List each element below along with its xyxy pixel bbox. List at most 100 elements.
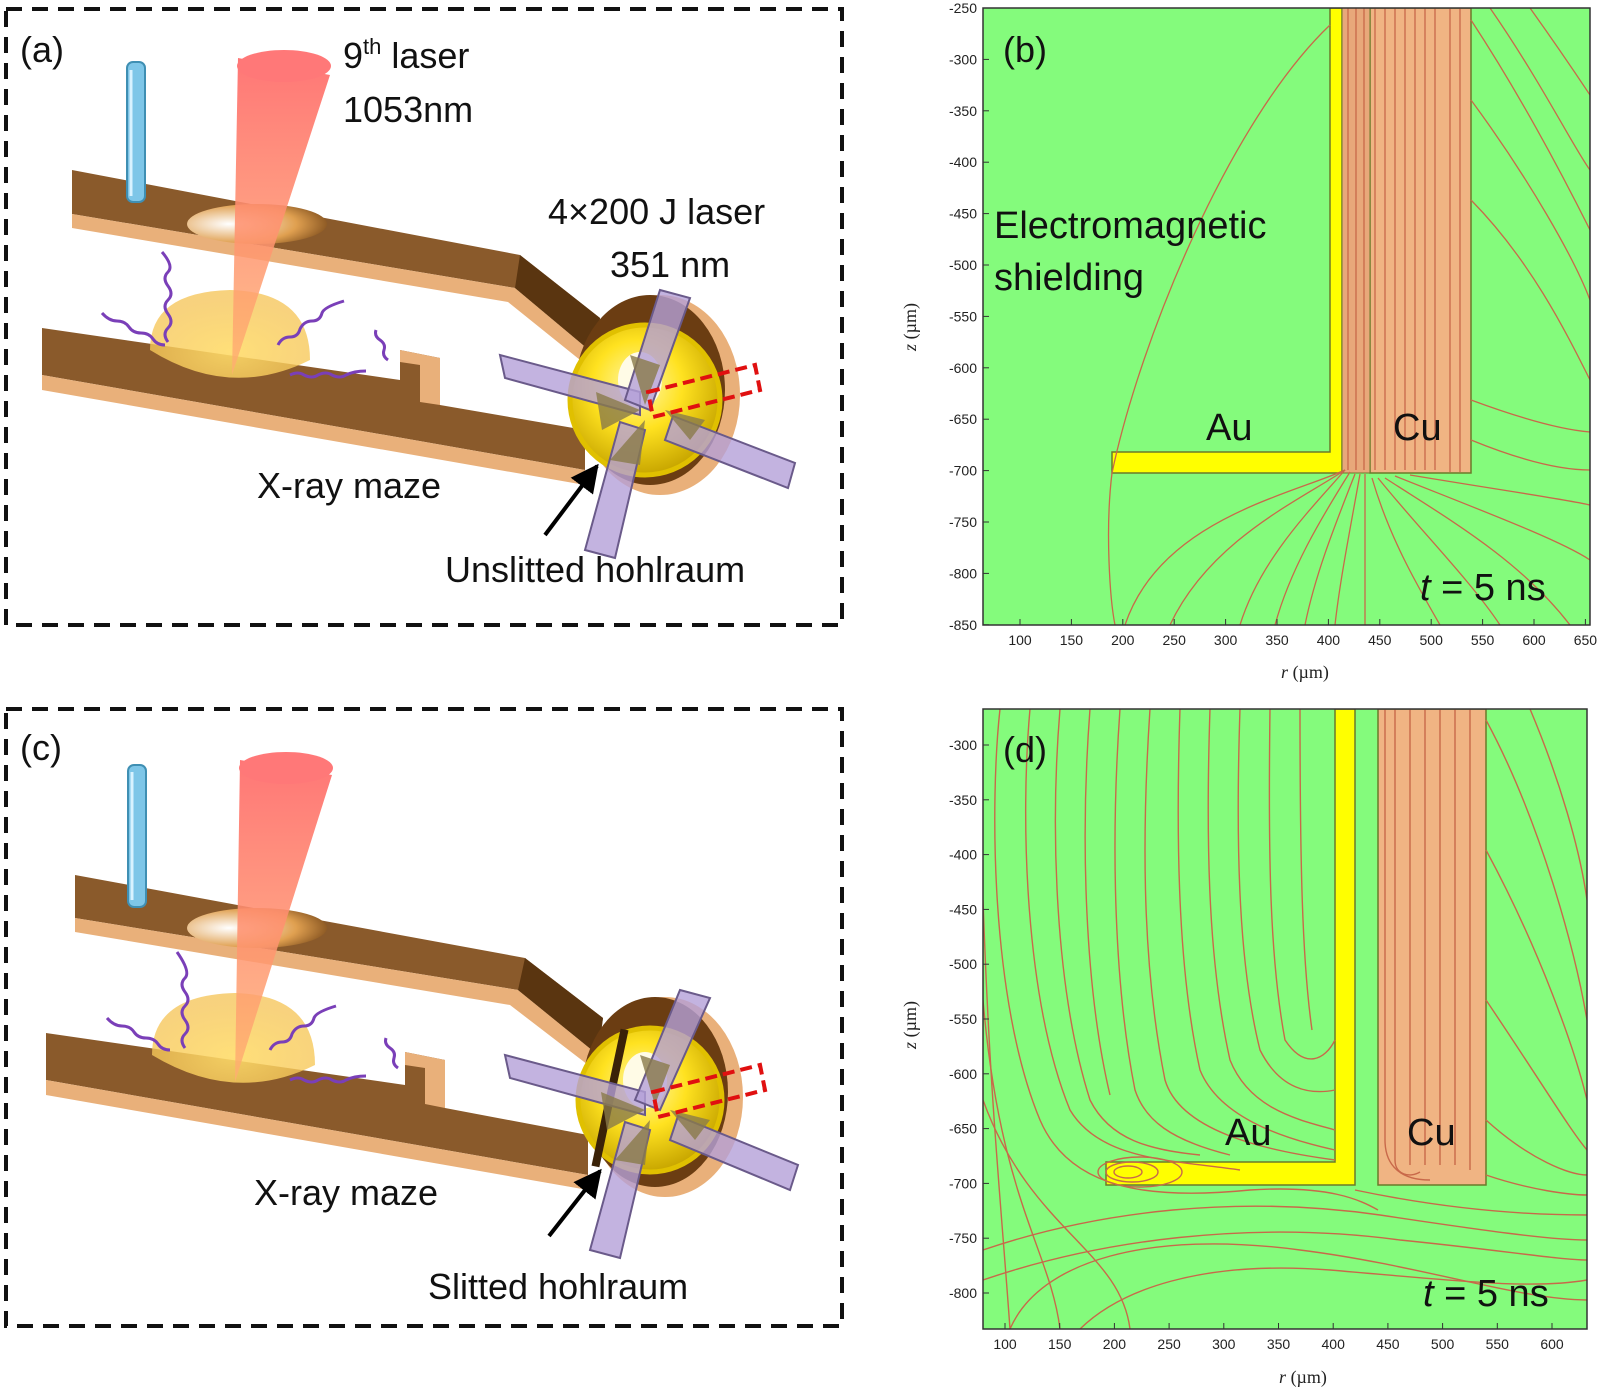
- panel-b-tag: (b): [1003, 29, 1047, 70]
- panel-c-frame: [4, 707, 844, 1328]
- yaxis-label-b: z (µm): [900, 303, 921, 352]
- xray-emission: [100, 251, 389, 379]
- tick-label: -800: [949, 565, 977, 581]
- tick-label: 100: [993, 1336, 1017, 1352]
- yaxis-ticks-b: -250-300-350-400-450-500-550-600-650-700…: [949, 0, 989, 633]
- tick-label: -250: [949, 0, 977, 16]
- tick-label: -300: [949, 737, 977, 753]
- tick-label: 350: [1265, 632, 1289, 648]
- panel-a: (a): [4, 7, 844, 627]
- laser-9th-wavelength: 1053nm: [343, 89, 473, 130]
- tick-label: 350: [1267, 1336, 1291, 1352]
- tick-label: 300: [1212, 1336, 1236, 1352]
- laser-9th-cone-c: [235, 760, 332, 1082]
- dashed-slit-box: [645, 362, 763, 420]
- time-label-b: t = 5 ns: [1420, 567, 1546, 609]
- tick-label: -600: [949, 360, 977, 376]
- dashed-slit-box-c: [650, 1062, 768, 1120]
- xaxis-label-b: r (µm): [1281, 662, 1329, 683]
- xray-maze-label-c: X-ray maze: [254, 1172, 438, 1213]
- plasma-dome: [150, 290, 310, 378]
- yaxis-label-d: z (µm): [900, 1001, 921, 1050]
- tick-label: -850: [949, 617, 977, 633]
- au-label-d: Au: [1225, 1112, 1271, 1154]
- tick-label: -650: [949, 1121, 977, 1137]
- shielding-label-line2: shielding: [994, 257, 1144, 299]
- cu-label-d: Cu: [1407, 1112, 1456, 1154]
- tick-label: 450: [1376, 1336, 1400, 1352]
- tick-label: 600: [1522, 632, 1546, 648]
- tick-label: -450: [949, 901, 977, 917]
- tick-label: -300: [949, 51, 977, 67]
- tick-label: -750: [949, 514, 977, 530]
- xaxis-ticks-b: 100 150 200 250 300 350 400 450 500 550 600 650: [1008, 619, 1597, 648]
- tick-label: 250: [1157, 1336, 1181, 1352]
- drive-laser-label: 4×200 J laser: [548, 191, 765, 232]
- tick-label: 300: [1214, 632, 1238, 648]
- hohlraum-label-c: Slitted hohlraum: [428, 1266, 688, 1307]
- hohlraum-label-a: Unslitted hohlraum: [445, 549, 745, 590]
- lower-arm: [42, 328, 585, 485]
- tick-label: -400: [949, 847, 977, 863]
- plot-b-background: [982, 7, 1591, 626]
- au-label-b: Au: [1206, 407, 1252, 449]
- field-contours-d: [983, 709, 1587, 1329]
- panel-c-tag: (c): [20, 727, 62, 768]
- tick-label: 150: [1048, 1336, 1072, 1352]
- tick-label: -650: [949, 411, 977, 427]
- xray-emission-c: [105, 951, 399, 1084]
- upper-arm: [72, 170, 600, 368]
- shielding-label-line1: Electromagnetic: [994, 205, 1266, 247]
- tick-label: 250: [1163, 632, 1187, 648]
- hohlraum-pointer-c: [547, 1168, 602, 1238]
- tick-label: 400: [1317, 632, 1341, 648]
- time-label-d: t = 5 ns: [1423, 1273, 1549, 1315]
- tick-label: -350: [949, 792, 977, 808]
- tick-label: -400: [949, 154, 977, 170]
- copper-region-b: [1369, 8, 1472, 474]
- panel-c: (c): [4, 707, 844, 1328]
- cu-label-b: Cu: [1393, 407, 1442, 449]
- panel-a-tag: (a): [20, 29, 64, 70]
- tick-label: -800: [949, 1285, 977, 1301]
- hohlraum-slitted: [503, 988, 800, 1260]
- tick-label: -750: [949, 1230, 977, 1246]
- xray-maze-label-a: X-ray maze: [257, 465, 441, 506]
- tick-label: 500: [1431, 1336, 1455, 1352]
- laser-9th-top-c: [239, 752, 333, 784]
- tick-label: 100: [1008, 632, 1032, 648]
- laser-9th-label: 9th laser: [343, 34, 469, 76]
- tick-label: -350: [949, 103, 977, 119]
- blue-pin: [126, 61, 146, 203]
- tick-label: -500: [949, 257, 977, 273]
- copper-region-d: [1377, 709, 1487, 1186]
- yaxis-ticks-d: -300 -350 -400 -450 -500 -550 -600 -650 -700 -750…: [949, 737, 989, 1301]
- panel-b: (b) Electromagnetic shielding Au Cu t = …: [900, 0, 1597, 683]
- tick-label: 200: [1103, 1336, 1127, 1352]
- tick-label: 600: [1540, 1336, 1564, 1352]
- tick-label: 500: [1420, 632, 1444, 648]
- tick-label: -550: [949, 1011, 977, 1027]
- tick-label: -700: [949, 1175, 977, 1191]
- tick-label: -500: [949, 956, 977, 972]
- tick-label: -600: [949, 1066, 977, 1082]
- tick-label: -550: [949, 308, 977, 324]
- tick-label: -700: [949, 463, 977, 479]
- panel-a-frame: [4, 7, 844, 627]
- blue-pin-c: [127, 764, 147, 908]
- hohlraum-unslitted: [498, 288, 797, 560]
- laser-9th-top: [237, 50, 331, 82]
- xaxis-label-d: r (µm): [1279, 1367, 1327, 1388]
- field-contours-b: [1107, 8, 1590, 625]
- tick-label: 550: [1471, 632, 1495, 648]
- tick-label: 650: [1574, 632, 1598, 648]
- drive-laser-wavelength: 351 nm: [610, 244, 730, 285]
- tick-label: 150: [1060, 632, 1084, 648]
- tick-label: 450: [1368, 632, 1392, 648]
- gold-region-d: [1105, 709, 1356, 1186]
- laser-9th-cone: [232, 58, 330, 375]
- panel-d-tag: (d): [1003, 729, 1047, 770]
- tick-label: 200: [1111, 632, 1135, 648]
